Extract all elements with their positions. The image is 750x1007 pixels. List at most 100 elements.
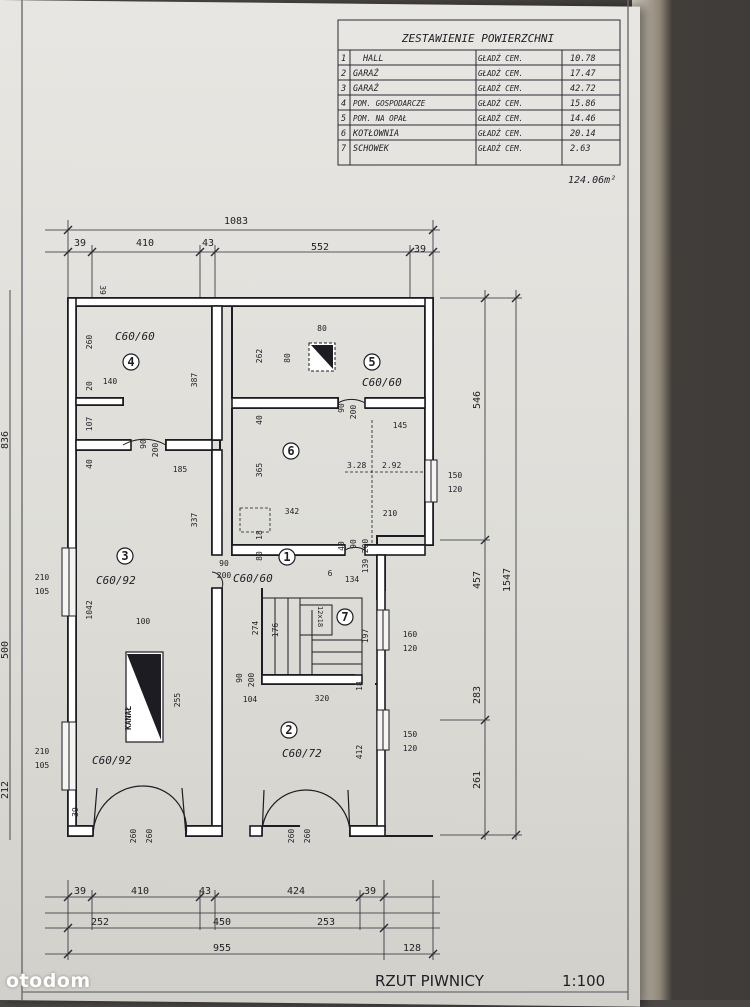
dim-note: 3.28	[347, 461, 366, 470]
dim-top: 39	[414, 244, 426, 255]
dim-inner: 274	[251, 621, 260, 636]
dim-right: 283	[472, 686, 483, 704]
dim-bottom: 252	[91, 917, 109, 928]
garage-doors	[92, 785, 351, 837]
dim-right-total: 1547	[502, 568, 513, 592]
dim-inner: 260	[287, 829, 296, 844]
row-area: 10.78	[570, 54, 596, 64]
dim-inner: 18	[255, 530, 264, 540]
dim-inner: 210	[35, 747, 50, 756]
dim-inner: 150	[448, 471, 463, 480]
row-finish: GŁADŹ CEM.	[478, 99, 523, 108]
area-table	[337, 19, 621, 166]
dim-top: 43	[202, 238, 214, 249]
windows	[61, 459, 438, 791]
dim-inner: 40	[255, 415, 264, 425]
dim-inner: 185	[173, 465, 188, 474]
dim-inner: 80	[317, 324, 327, 333]
row-area: 15.86	[570, 99, 596, 109]
table-title: ZESTAWIENIE POWIERZCHNI	[401, 32, 555, 45]
room-label-2: 2	[285, 723, 292, 737]
row-finish: GŁADŹ CEM.	[478, 144, 523, 153]
otodom-watermark-logo: otodom	[6, 970, 91, 992]
dim-inner: 120	[403, 644, 418, 653]
plan-scale: 1:100	[562, 972, 605, 990]
dim-inner: 255	[173, 693, 182, 708]
dim-top: 552	[311, 242, 329, 253]
service-pit	[125, 651, 164, 743]
stairs	[261, 597, 363, 676]
dim-inner: 260	[129, 829, 138, 844]
row-finish: GŁADŹ CEM.	[478, 84, 523, 93]
pit-label: KANAŁ	[124, 706, 133, 730]
dimension-lines	[9, 220, 522, 960]
dim-inner: 1042	[85, 600, 94, 619]
dim-inner: 140	[103, 377, 118, 386]
dim-inner: 100	[136, 617, 151, 626]
dim-inner: 90	[349, 539, 358, 549]
row-area: 20.14	[570, 129, 596, 139]
ceiling-note-3b: C60/92	[92, 754, 132, 767]
dim-inner: 90	[219, 559, 229, 568]
ceiling-note-4: C60/60	[115, 330, 155, 343]
ceiling-note-5: C60/60	[362, 376, 402, 389]
dim-bottom-total: 955	[213, 943, 231, 954]
row-no: 6	[341, 129, 346, 139]
dim-inner: 6	[328, 569, 333, 578]
dim-inner: 160	[403, 630, 418, 639]
dim-inner: 90	[337, 403, 346, 413]
dim-bottom: 128	[403, 943, 421, 954]
dim-inner: 134	[345, 575, 360, 584]
dim-top: 410	[136, 238, 154, 249]
dim-inner: 200	[361, 539, 370, 554]
dim-left: 500	[0, 641, 11, 659]
dim-bottom: 424	[287, 886, 305, 897]
dim-inner: 412	[355, 745, 364, 760]
total-area: 124.06m²	[568, 175, 616, 186]
ceiling-note-2: C60/72	[282, 747, 322, 760]
row-name: POM. NA OPAŁ	[353, 114, 407, 123]
dim-inner: 145	[393, 421, 408, 430]
dim-overall-top: 1083	[224, 216, 248, 227]
dim-inner: 200	[247, 673, 256, 688]
dim-inner: 200	[217, 571, 232, 580]
dim-inner: 260	[85, 335, 94, 350]
ceiling-note-1: C60/60	[233, 572, 273, 585]
dim-inner: 320	[315, 694, 330, 703]
dim-inner: 337	[190, 513, 199, 528]
row-no: 5	[341, 114, 346, 124]
dim-inner: 120	[448, 485, 463, 494]
dim-inner: 139	[361, 559, 370, 574]
row-area: 2.63	[570, 144, 590, 154]
row-finish: GŁADŹ CEM.	[478, 114, 523, 123]
row-name: SCHOWEK	[353, 144, 390, 154]
dim-inner: 40	[337, 541, 346, 551]
dim-inner: 387	[190, 373, 199, 388]
row-name: POM. GOSPODARCZE	[353, 99, 426, 108]
row-name: GARAŻ	[353, 83, 379, 94]
dim-inner: 40	[85, 459, 94, 469]
dim-inner: 260	[303, 829, 312, 844]
dim-inner: 104	[243, 695, 258, 704]
dim-inner: 365	[255, 463, 264, 478]
dim-inner: 210	[383, 509, 398, 518]
dim-inner: 80	[255, 551, 264, 561]
dim-inner: 90	[235, 673, 244, 683]
dim-inner: 210	[35, 573, 50, 582]
dim-inner: 150	[403, 730, 418, 739]
dim-inner: 200	[349, 405, 358, 420]
room-label-7: 7	[341, 610, 348, 624]
dim-right: 546	[472, 391, 483, 409]
dim-inner: 105	[35, 587, 50, 596]
row-finish: GŁADŹ CEM.	[478, 69, 523, 78]
room-label-5: 5	[368, 355, 375, 369]
dim-left: 39	[98, 285, 107, 295]
dim-bottom: 450	[213, 917, 231, 928]
row-finish: GŁADŹ CEM.	[478, 129, 523, 138]
row-name: GARAŻ	[353, 68, 379, 79]
dim-left: 836	[0, 431, 11, 449]
dim-left: 212	[0, 781, 11, 799]
room-label-1: 1	[283, 550, 290, 564]
row-area: 14.46	[570, 114, 596, 124]
